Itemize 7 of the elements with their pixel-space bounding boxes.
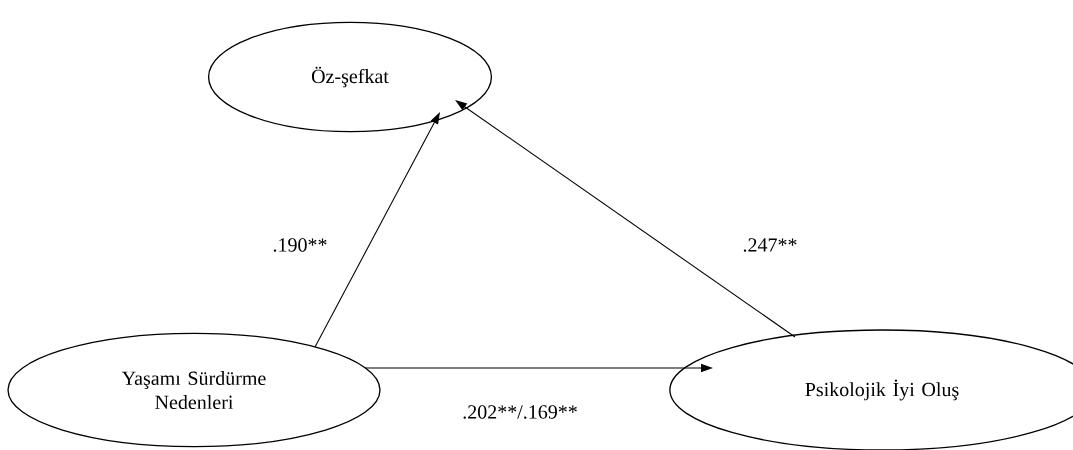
arrow (314, 112, 440, 348)
edge-label: .190** (271, 236, 329, 254)
edge-label: .247** (741, 236, 799, 254)
ellipse-node: Öz-şefkat (207, 21, 493, 133)
ellipse-node: Yaşamı Sürdürme Nedenleri (7, 332, 381, 448)
edge-label: .202**/.169** (460, 403, 580, 421)
arrow (455, 100, 796, 338)
